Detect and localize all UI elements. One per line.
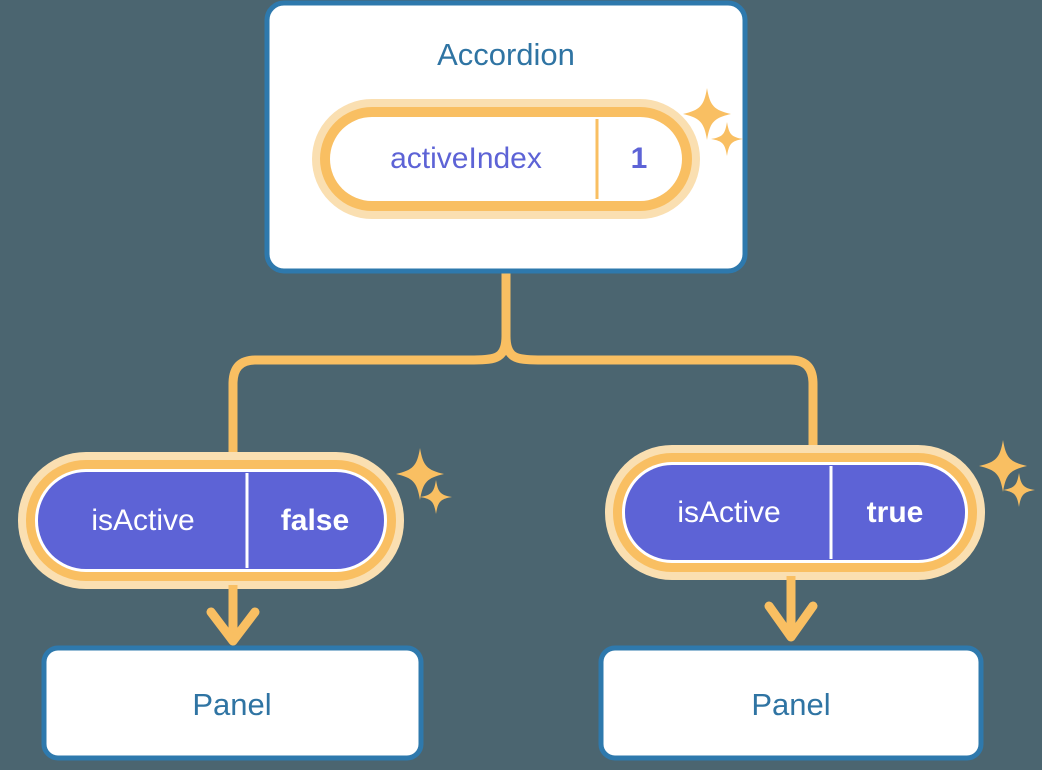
sparkle-small-icon [1003,473,1035,507]
left-state-pill[interactable]: isActive false [18,448,452,589]
panel-card[interactable] [598,645,984,761]
pill-key-label: isActive [91,504,194,537]
right-sparkle-group [979,440,1035,507]
pill-key-label: isActive [677,496,780,529]
panel-title: Panel [192,687,271,722]
pill-body [625,465,965,560]
pill-value-label: false [281,504,349,537]
connector-branch-left [228,331,511,461]
pill-value-label: true [867,496,924,529]
pill-key-label: activeIndex [390,142,542,175]
left-sparkle-group [396,448,452,514]
node-panel-right[interactable]: Panel [598,645,984,761]
sparkle-large-icon [683,88,731,140]
right-state-pill[interactable]: isActive true [605,440,1035,580]
arrow-head [206,607,260,646]
accordion-state-pill[interactable]: activeIndex 1 [312,99,700,219]
panel-title: Panel [751,687,830,722]
arrow-to-left-panel [206,585,260,646]
pill-body [330,117,682,201]
node-accordion[interactable]: Accordion activeIndex 1 [264,0,748,274]
connector-branch-right [501,331,818,453]
sparkle-small-icon [711,122,743,156]
accordion-sparkle-group [683,88,743,156]
panel-card[interactable] [41,645,424,761]
connector-group [228,267,818,461]
arrow-head [764,601,818,642]
arrow-to-right-panel [764,576,818,642]
pill-body [38,472,384,569]
arrow-group [206,576,818,646]
sparkle-large-icon [979,440,1027,492]
accordion-title: Accordion [437,37,575,72]
pill-value-label: 1 [631,142,648,175]
sparkle-large-icon [396,448,444,500]
sparkle-small-icon [420,480,452,514]
node-panel-left[interactable]: Panel [41,645,424,761]
